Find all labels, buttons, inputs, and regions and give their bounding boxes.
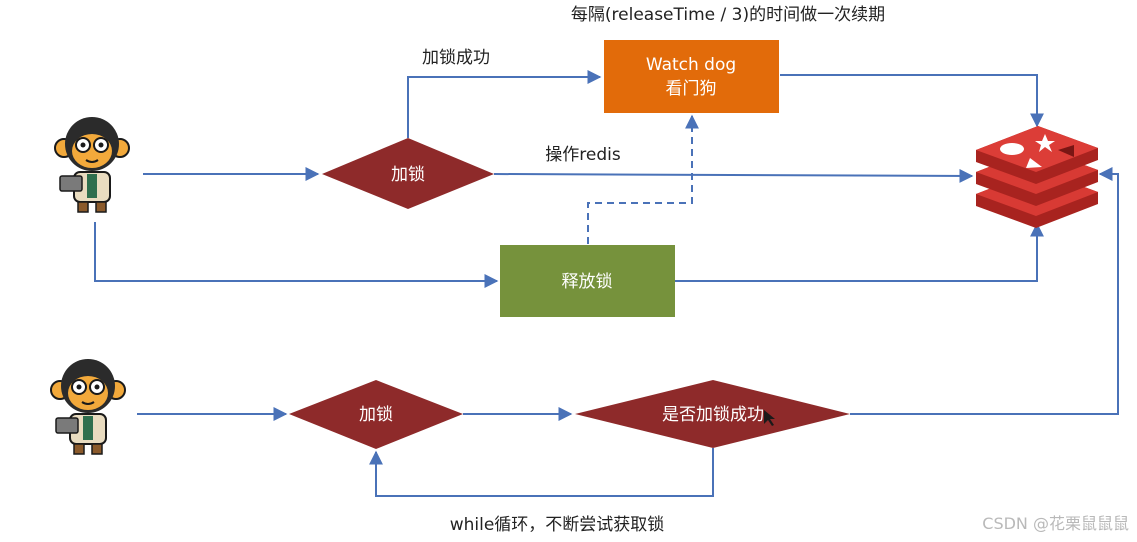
lock-diamond-top bbox=[322, 138, 494, 209]
arrow-check-loop-back bbox=[369, 448, 714, 497]
lock-success-label: 加锁成功 bbox=[422, 48, 490, 68]
check-success-label: 是否加锁成功 bbox=[662, 405, 764, 425]
while-loop-label: while循环，不断尝试获取锁 bbox=[450, 515, 665, 535]
mouse-cursor-icon bbox=[764, 410, 775, 426]
user-bottom-monkey-icon bbox=[50, 358, 126, 455]
arrow-watchdog-to-redis bbox=[780, 74, 1044, 128]
user-top-monkey-icon bbox=[54, 116, 130, 213]
lock-diamond-bottom-label: 加锁 bbox=[359, 405, 393, 425]
operate-redis-label: 操作redis bbox=[545, 145, 621, 165]
arrow-release-to-redis bbox=[675, 222, 1044, 282]
watchdog-title: Watch dog bbox=[646, 55, 736, 75]
arrow-lock-to-watchdog bbox=[407, 70, 602, 138]
watchdog-box bbox=[604, 40, 779, 113]
arrow-release-to-watchdog-dashed bbox=[587, 114, 699, 244]
arrow-user-to-release bbox=[94, 222, 499, 288]
csdn-watermark: CSDN @花栗鼠鼠鼠 bbox=[982, 514, 1129, 533]
watchdog-subtitle: 看门狗 bbox=[666, 79, 717, 99]
arrow-lock-to-redis bbox=[493, 168, 974, 183]
lock-diamond-top-label: 加锁 bbox=[391, 165, 425, 185]
arrow-check-to-redis bbox=[850, 167, 1119, 415]
renew-note-label: 每隔(releaseTime / 3)的时间做一次续期 bbox=[571, 5, 885, 25]
redis-logo-icon bbox=[976, 126, 1098, 228]
release-lock-label: 释放锁 bbox=[562, 272, 613, 292]
check-success-diamond bbox=[575, 380, 850, 448]
release-lock-box bbox=[500, 245, 675, 317]
lock-diamond-bottom bbox=[289, 380, 463, 449]
